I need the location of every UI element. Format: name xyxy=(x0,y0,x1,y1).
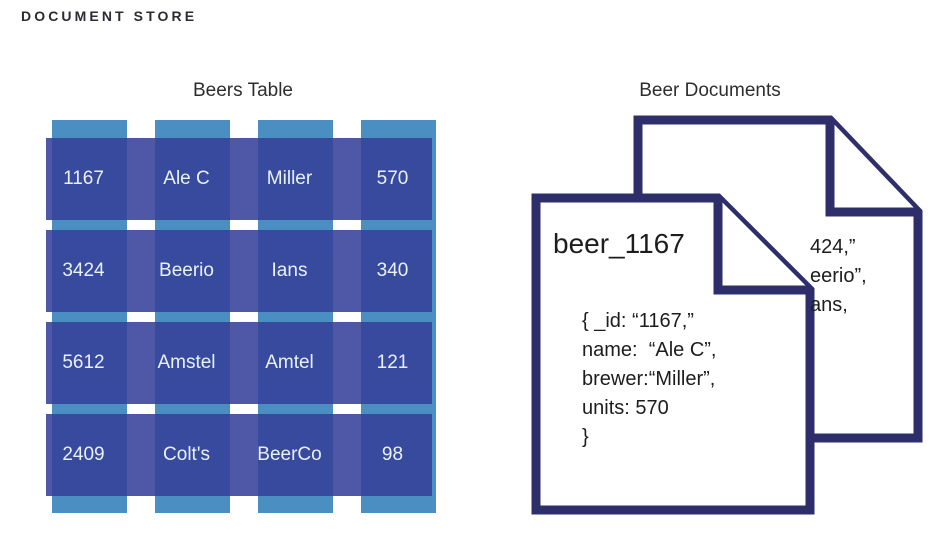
back-document-text-clip: 424,” eerio”, ans, xyxy=(805,225,921,335)
table-cell: Beerio xyxy=(159,260,214,281)
table-row: 5612 Amstel Amtel 121 xyxy=(46,322,432,404)
table-cell: Colt's xyxy=(163,444,210,465)
beer-documents-graphic: 424,” eerio”, ans, beer_1167 { _id: “116… xyxy=(500,100,931,530)
table-cell: 570 xyxy=(376,168,409,189)
table-cell: 340 xyxy=(376,260,409,281)
table-cell: 5612 xyxy=(62,352,105,373)
beers-table-graphic: 1167 Ale C Miller 570 3424 Beerio Ians 3… xyxy=(40,112,440,513)
table-cell: Ale C xyxy=(163,168,210,189)
back-document-body: 424,” eerio”, ans, xyxy=(810,236,867,316)
table-cell: 2409 xyxy=(62,444,105,465)
section-title: DOCUMENT STORE xyxy=(21,8,198,24)
table-cell: Amtel xyxy=(265,352,314,373)
table-cell: 98 xyxy=(381,444,404,465)
table-cell: BeerCo xyxy=(257,444,322,465)
table-row: 2409 Colt's BeerCo 98 xyxy=(46,414,432,496)
front-document-icon xyxy=(531,193,815,515)
table-cell: Miller xyxy=(266,168,313,189)
front-document-body: { _id: “1167,” name: “Ale C”, brewer:“Mi… xyxy=(582,310,717,448)
table-cell: Amstel xyxy=(157,352,216,373)
table-cell: Ians xyxy=(271,260,308,281)
table-row: 1167 Ale C Miller 570 xyxy=(46,138,432,220)
documents-outline-svg xyxy=(531,115,923,515)
table-cell: 3424 xyxy=(62,260,105,281)
beer-documents-title: Beer Documents xyxy=(639,80,781,101)
table-row: 3424 Beerio Ians 340 xyxy=(46,230,432,312)
beers-table-title: Beers Table xyxy=(193,80,293,101)
table-cell: 121 xyxy=(376,352,409,373)
table-cell: 1167 xyxy=(63,168,104,189)
front-document-label: beer_1167 xyxy=(553,228,685,259)
